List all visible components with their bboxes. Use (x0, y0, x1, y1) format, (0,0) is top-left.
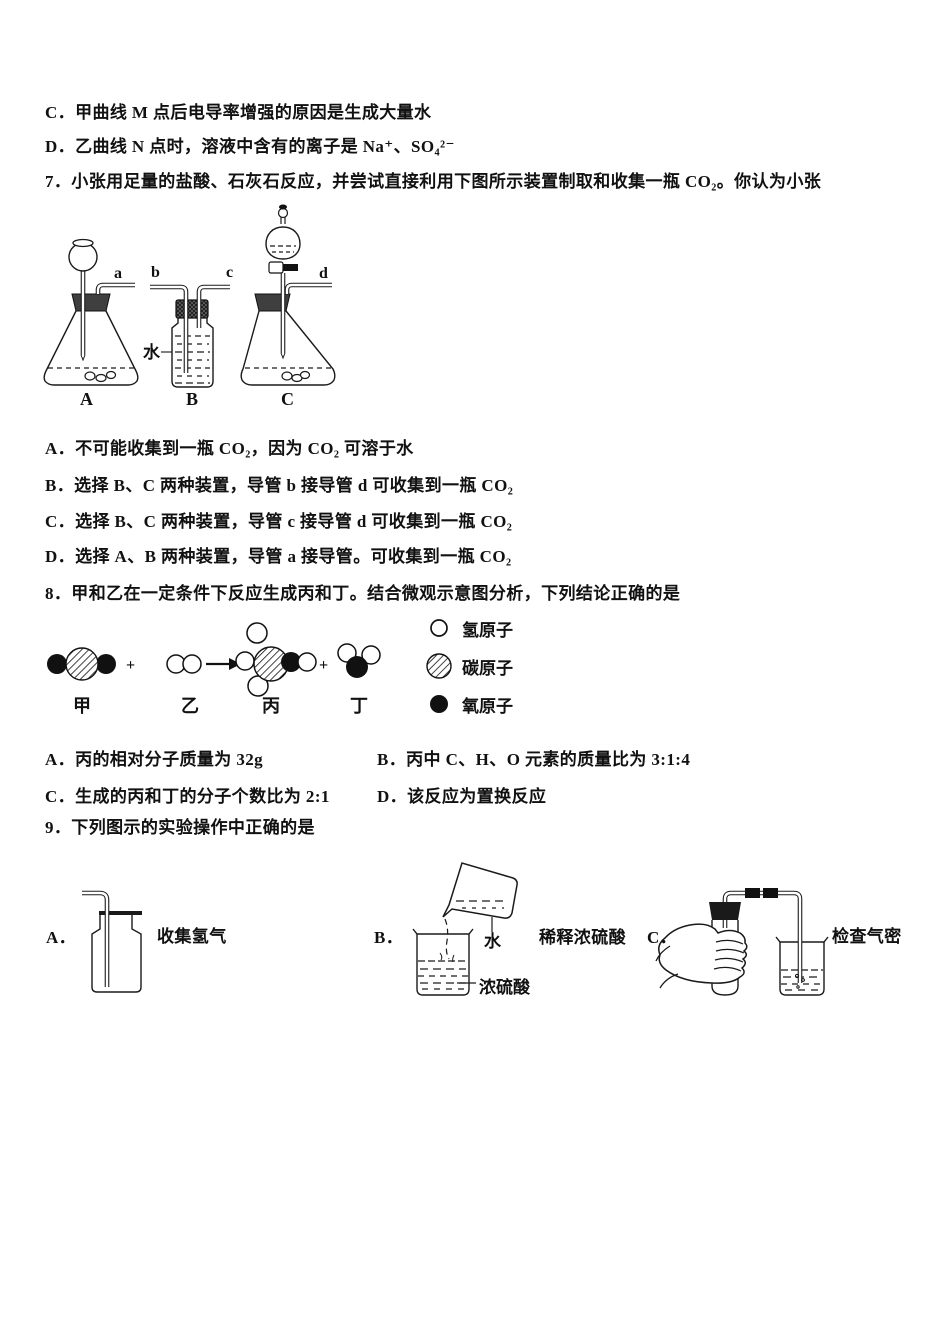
legend-carbon-label: 碳原子 (462, 658, 513, 678)
water-label-b: 水 (484, 931, 502, 951)
legend-hydrogen-label: 氢原子 (462, 620, 513, 640)
q9-item-b-label: B． (374, 928, 404, 947)
water-stream (439, 918, 455, 963)
q9-item-c-label: C． (647, 928, 678, 947)
q8-option-c: C．生成的丙和丁的分子个数比为 2:1 (45, 787, 330, 806)
tube-connector (745, 888, 760, 898)
option-6d: D．乙曲线 N 点时，溶液中含有的离子是 Na⁺、SO₄²⁻ (45, 137, 455, 156)
water-in-bottle (175, 335, 210, 384)
option-6c: C．甲曲线 M 点后电导率增强的原因是生成大量水 (45, 103, 432, 122)
funnel-top-stopper (277, 207, 289, 219)
carbon-atom-icon (426, 653, 452, 679)
molecule-bing: 丙 (235, 622, 317, 716)
funnel-bulb (68, 242, 98, 272)
label-bing: 丙 (262, 696, 280, 716)
flask-c-generator: d C (240, 204, 336, 409)
q9-item-c-caption: 检查气密 (832, 927, 902, 946)
q9b-dilution-diagram: 水 浓硫酸 (412, 862, 531, 997)
question-7-stem: 7．小张用足量的盐酸、石灰石反应，并尝试直接利用下图所示装置制取和收集一瓶 CO… (45, 172, 822, 191)
stopcock (268, 261, 298, 274)
tube-label-b: b (151, 264, 160, 281)
tube-label-c: c (226, 264, 233, 281)
q8-option-d: D．该反应为置换反应 (377, 787, 547, 806)
acid-label: 浓硫酸 (479, 977, 531, 997)
label-ding: 丁 (350, 696, 368, 716)
q9c-airtight-diagram (655, 888, 829, 996)
legend-carbon: 碳原子 (425, 647, 513, 685)
funnel-mouth (72, 238, 94, 248)
molecule-yi: 乙 (166, 654, 202, 716)
flask-a-generator: a A (43, 238, 139, 409)
atom-legend: 氢原子 碳原子 氧原子 (425, 609, 513, 723)
question-9-stem: 9．下列图示的实验操作中正确的是 (45, 818, 315, 837)
limestone-chips-c (281, 370, 311, 383)
limestone-chips (84, 370, 117, 383)
device-label-A: A (80, 389, 93, 409)
plus-sign-2: + (319, 657, 328, 674)
q9-item-a-label: A． (46, 928, 77, 947)
plus-sign: + (126, 657, 135, 674)
legend-oxygen: 氧原子 (425, 685, 513, 723)
bubbles (794, 973, 805, 989)
q7-option-a: A．不可能收集到一瓶 CO₂，因为 CO₂ 可溶于水 (45, 439, 414, 458)
separating-funnel (265, 204, 301, 274)
test-tube (711, 920, 739, 996)
q8-option-a: A．丙的相对分子质量为 32g (45, 750, 264, 769)
tube-label-a: a (114, 265, 122, 282)
q8-molecular-diagram: 甲 + 乙 丙 + 丁 (47, 622, 381, 716)
oxygen-atom-icon (430, 695, 448, 713)
question-8-stem: 8．甲和乙在一定条件下反应生成丙和丁。结合微观示意图分析，下列结论正确的是 (45, 584, 681, 603)
q7-apparatus-diagram: a A 水 b c B (43, 204, 336, 409)
collecting-bottle (91, 913, 142, 993)
molecule-ding: 丁 (337, 643, 381, 716)
device-label-C: C (281, 389, 294, 409)
rubber-stopper-a (71, 293, 111, 312)
water-label: 水 (143, 342, 161, 362)
q9a-gas-bottle-diagram (82, 890, 142, 993)
tube-label-d: d (319, 265, 328, 282)
pouring-beaker (442, 862, 518, 919)
q7-option-c: C．选择 B、C 两种装置，导管 c 接导管 d 可收集到一瓶 CO₂ (45, 512, 513, 531)
molecule-jia: 甲 (47, 647, 116, 716)
legend-oxygen-label: 氧原子 (462, 696, 513, 716)
device-label-B: B (186, 389, 198, 409)
tube-connector-2 (763, 888, 778, 898)
hand (655, 923, 748, 989)
q7-option-b: B．选择 B、C 两种装置，导管 b 接导管 d 可收集到一瓶 CO₂ (45, 476, 514, 495)
wrapped-stopper-b (175, 299, 209, 319)
receiving-beaker (412, 928, 474, 996)
legend-hydrogen: 氢原子 (425, 609, 513, 647)
label-yi: 乙 (181, 696, 199, 716)
reaction-arrow-icon (206, 658, 241, 670)
q9-item-a-caption: 收集氢气 (157, 927, 227, 946)
q9-item-b-caption: 稀释浓硫酸 (539, 928, 626, 947)
hydrogen-atom-icon (430, 619, 448, 637)
q7-option-d: D．选择 A、B 两种装置，导管 a 接导管。可收集到一瓶 CO₂ (45, 547, 512, 566)
q8-option-b: B．丙中 C、H、O 元素的质量比为 3:1:4 (377, 750, 691, 769)
test-tube-stopper (709, 902, 741, 920)
label-jia: 甲 (73, 696, 91, 716)
gas-washing-bottle: 水 b c B (143, 264, 233, 409)
